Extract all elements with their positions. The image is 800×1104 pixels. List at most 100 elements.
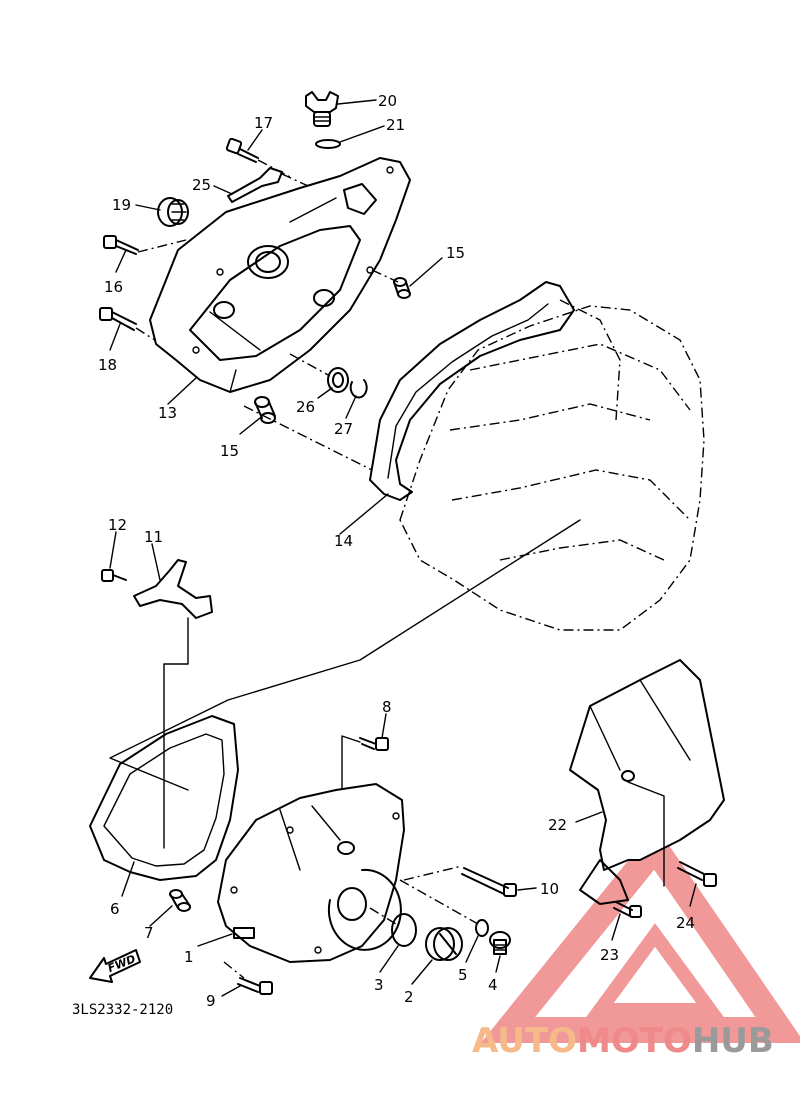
callout-15-upper: 15	[446, 244, 465, 262]
route-line-b	[109, 519, 581, 791]
callout-22: 22	[548, 816, 567, 834]
part-18-bolt	[99, 307, 137, 331]
callout-3: 3	[374, 976, 384, 994]
callout-18: 18	[98, 356, 117, 374]
leader-15a	[409, 257, 443, 287]
part-13-crankcase-cover	[149, 157, 411, 393]
leader-20	[337, 99, 377, 105]
watermark-text-moto: MOTO	[577, 1021, 692, 1061]
leader-19	[135, 204, 161, 211]
leader-13	[167, 377, 197, 405]
callout-19: 19	[112, 196, 131, 214]
axis-15a	[371, 269, 399, 283]
callout-20: 20	[378, 92, 397, 110]
axis-17	[257, 159, 293, 179]
axis-26	[289, 353, 331, 377]
callout-11: 11	[144, 528, 163, 546]
callout-16: 16	[104, 278, 123, 296]
forward-label: FWD	[106, 952, 138, 975]
leader-18	[109, 323, 121, 351]
leader-15b	[239, 417, 261, 435]
callout-24: 24	[676, 914, 695, 932]
watermark-text-hub: HUB	[692, 1021, 774, 1061]
callout-13: 13	[158, 404, 177, 422]
leader-9	[221, 985, 241, 997]
part-10-bolt	[461, 867, 517, 897]
axis-14	[243, 405, 373, 471]
callout-5: 5	[458, 966, 468, 984]
callout-12: 12	[108, 516, 127, 534]
leader-17	[247, 129, 263, 151]
leader-16	[115, 249, 127, 273]
callout-1: 1	[184, 948, 194, 966]
axis-3	[369, 907, 397, 925]
part-15-dowel-a	[393, 277, 411, 299]
part-20-filler-cap	[305, 91, 339, 127]
route-line-22	[627, 781, 665, 887]
leader-24	[689, 883, 697, 907]
leader-8	[381, 713, 387, 739]
callout-9: 9	[206, 992, 216, 1010]
route-line-a	[163, 617, 189, 849]
leader-2	[411, 959, 433, 985]
part-16-bolt	[103, 235, 139, 255]
gasket-14-inner	[387, 303, 549, 479]
part-4-plug	[489, 931, 511, 955]
part-15-dowel-b	[254, 396, 276, 424]
part-25-clip	[227, 167, 283, 203]
leader-3	[379, 945, 399, 973]
part-1-crankcase-cover	[217, 783, 405, 963]
callout-25: 25	[192, 176, 211, 194]
callout-7: 7	[144, 924, 154, 942]
callout-21: 21	[386, 116, 405, 134]
callout-15-lower: 15	[220, 442, 239, 460]
callout-labels: 20 21 17 25 19 16 18 13 15 15 26 27 14 1…	[98, 92, 695, 1010]
watermark-triangle-inner	[586, 923, 724, 1017]
callout-8: 8	[382, 698, 392, 716]
watermark-text: AUTOMOTOHUB	[472, 1021, 774, 1061]
callout-23: 23	[600, 946, 619, 964]
leader-5	[465, 935, 479, 963]
part-11-guide	[133, 559, 213, 619]
leader-1	[197, 933, 233, 947]
leader-21	[339, 125, 385, 143]
leader-27	[345, 395, 357, 419]
part-7-dowel	[169, 889, 191, 912]
leader-10	[517, 887, 537, 891]
part-22-sprocket-cover	[569, 659, 725, 905]
leader-25	[213, 185, 233, 195]
leader-4	[495, 955, 501, 973]
part-24-bolt	[677, 861, 717, 887]
part-17-bolt	[225, 137, 259, 163]
forward-arrow-icon: FWD	[89, 949, 141, 983]
part-26-oil-seal	[327, 367, 349, 393]
watermark-triangle-outer	[480, 826, 800, 1043]
part-5-o-ring	[475, 919, 489, 937]
axis-5	[399, 879, 479, 925]
leader-23	[611, 913, 621, 941]
watermark-text-auto: AUTO	[472, 1021, 577, 1061]
axis-10	[403, 865, 463, 881]
route-line-8	[341, 735, 361, 809]
part-19-plug	[157, 197, 189, 227]
engine-block-outline	[399, 299, 705, 631]
callout-27: 27	[334, 420, 353, 438]
watermark-logo	[480, 826, 800, 1043]
diagram-code: 3LS2332-2120	[72, 1002, 173, 1018]
axis-16	[137, 239, 187, 253]
leader-26	[317, 387, 333, 399]
part-2-plug	[425, 927, 463, 961]
leader-14	[339, 493, 389, 535]
callout-6: 6	[110, 900, 120, 918]
callout-2: 2	[404, 988, 414, 1006]
part-9-bolt	[237, 977, 273, 995]
gasket-6-inner	[103, 733, 225, 867]
leader-7	[149, 905, 173, 927]
leader-12	[109, 531, 117, 569]
axis-9	[223, 961, 245, 979]
part-3-o-ring	[391, 913, 417, 947]
part-23-bolt	[613, 901, 642, 918]
part-14-gasket	[369, 281, 575, 501]
callout-26: 26	[296, 398, 315, 416]
